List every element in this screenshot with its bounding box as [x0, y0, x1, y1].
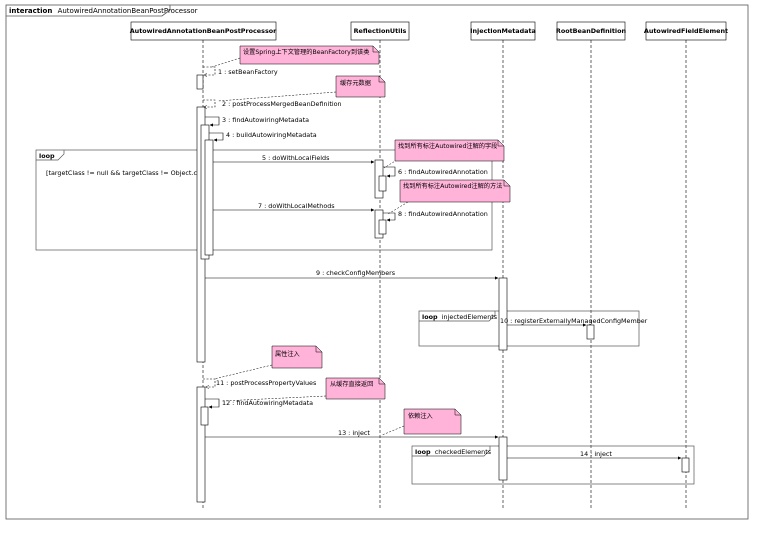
message-label: 2 : postProcessMergedBeanDefinition — [222, 100, 342, 108]
svg-text:loop injectedElements: loop injectedElements — [422, 313, 498, 321]
activation-bar — [681, 457, 690, 473]
activation-bar — [586, 324, 595, 340]
note-property-inject: 属性注入 — [213, 345, 323, 380]
lifeline-head-ru: ReflectionUtils — [350, 21, 410, 41]
loop-fragment-checked: loop checkedElements — [411, 445, 695, 485]
note-text: 依赖注入 — [408, 412, 433, 420]
note-text: 从缓存直接返回 — [330, 380, 373, 388]
message-label: 12 : findAutowiringMetadata — [222, 399, 313, 407]
message-arrow — [383, 166, 396, 178]
lifeline-label: AutowiredAnnotationBeanPostProcessor — [130, 27, 277, 35]
lifeline-head-rbd: RootBeanDefinition — [556, 21, 627, 41]
loop-name: checkedElements — [435, 448, 492, 456]
activation-bar — [498, 277, 508, 351]
lifeline-label: InjectionMetadata — [470, 27, 536, 35]
lifeline-label: AutowiredFieldElement — [644, 27, 728, 35]
notes: 设置Spring上下文管理的BeanFactory到该类 缓存元数据 找到所有标… — [211, 45, 511, 436]
loop-keyword: loop — [422, 313, 438, 321]
message-arrow — [383, 212, 396, 222]
note-text: 属性注入 — [275, 350, 300, 358]
message-arrow — [209, 132, 224, 142]
note-from-cache: 从缓存直接返回 — [221, 377, 386, 402]
activation-bar — [196, 386, 206, 503]
message-labels: 1 : setBeanFactory 2 : postProcessMerged… — [216, 68, 648, 458]
activation-bar — [378, 175, 387, 192]
loop-keyword: loop — [39, 152, 55, 160]
activation-bar — [204, 139, 214, 256]
lifeline-label: ReflectionUtils — [354, 27, 407, 35]
message-arrow — [203, 66, 216, 75]
message-label: 10 : registerExternallyManagedConfigMemb… — [500, 317, 648, 325]
activation-bar — [378, 219, 387, 235]
message-label: 5 : doWithLocalFields — [262, 154, 330, 162]
svg-text:interaction AutowiredAnn: interaction AutowiredAnnotationBeanPostP… — [9, 7, 198, 15]
note-set-factory: 设置Spring上下文管理的BeanFactory到该类 — [211, 45, 380, 68]
message-label: 14 : inject — [580, 450, 612, 458]
loop-keyword: loop — [415, 448, 431, 456]
note-cache-meta: 缓存元数据 — [217, 75, 386, 102]
frame-keyword: interaction — [9, 7, 52, 15]
lifeline-head-im: InjectionMetadata — [470, 21, 536, 41]
lifeline-head-aabpp: AutowiredAnnotationBeanPostProcessor — [130, 21, 277, 41]
note-find-methods: 找到所有标注Autowired注解的方法 — [387, 179, 511, 215]
loop-fragment-injected: loop injectedElements — [418, 310, 640, 347]
loop-name: injectedElements — [442, 313, 498, 321]
frame-name: AutowiredAnnotationBeanPostProcessor — [58, 7, 198, 15]
message-label: 3 : findAutowiringMetadata — [222, 116, 309, 124]
interaction-frame: interaction AutowiredAnnotationBeanPostP… — [5, 4, 749, 520]
loop-guard: [targetClass != null && targetClass != O… — [46, 169, 212, 177]
message-label: 6 : findAutowiredAnnotation — [398, 168, 488, 176]
message-label: 7 : doWithLocalMethods — [258, 202, 335, 210]
activation-bar — [200, 406, 209, 426]
svg-text:loop checkedElements: loop checkedElements — [415, 448, 492, 456]
message-label: 8 : findAutowiredAnnotation — [398, 210, 488, 218]
lifeline-heads: AutowiredAnnotationBeanPostProcessor Ref… — [130, 21, 728, 41]
activation-bars — [196, 74, 690, 503]
lifeline-label: RootBeanDefinition — [556, 27, 627, 35]
lifeline-lines — [202, 40, 687, 508]
activation-bar — [196, 74, 204, 90]
lifeline-head-afe: AutowiredFieldElement — [644, 21, 728, 41]
note-text: 找到所有标注Autowired注解的字段 — [398, 142, 497, 150]
message-label: 4 : buildAutowiringMetadata — [226, 131, 317, 139]
message-arrow — [203, 378, 216, 387]
message-arrow — [203, 99, 216, 107]
message-label: 11 : postProcessPropertyValues — [216, 379, 317, 387]
note-text: 设置Spring上下文管理的BeanFactory到该类 — [243, 48, 369, 56]
activation-bar — [498, 436, 508, 481]
message-label: 13 : inject — [338, 429, 370, 437]
message-arrow — [205, 116, 220, 127]
note-find-fields: 找到所有标注Autowired注解的字段 — [383, 139, 505, 169]
messages — [203, 66, 682, 460]
message-arrow — [205, 398, 220, 409]
note-text: 找到所有标注Autowired注解的方法 — [403, 182, 502, 190]
message-label: 9 : checkConfigMembers — [316, 269, 396, 277]
message-label: 1 : setBeanFactory — [218, 68, 278, 76]
note-text: 缓存元数据 — [340, 79, 371, 87]
note-dependency-inject: 依赖注入 — [381, 408, 462, 436]
